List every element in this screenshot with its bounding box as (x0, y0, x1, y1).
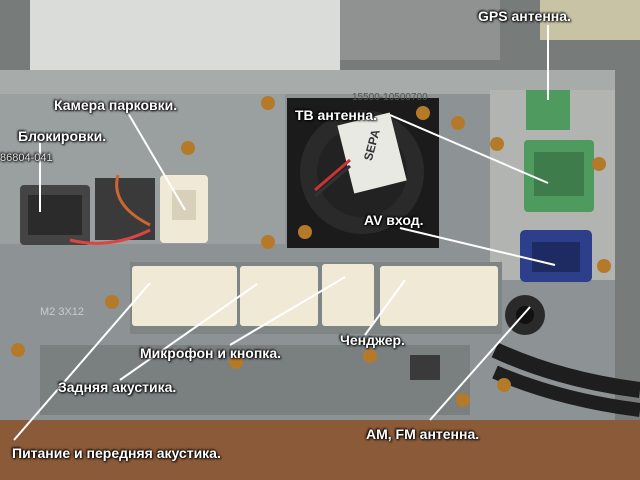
label-gps-antenna: GPS антенна. (478, 8, 571, 24)
printed-part-number-top: 15500-10500700 (352, 92, 428, 103)
changer-connector (380, 266, 498, 326)
power-front-speaker-connector (132, 266, 237, 326)
label-tv-antenna: ТВ антенна. (295, 107, 378, 123)
label-locks: Блокировки. (18, 128, 107, 144)
label-rear-speakers: Задняя акустика. (58, 379, 177, 395)
table-surface (0, 420, 640, 480)
pointer-lines (13, 25, 556, 441)
cooling-fan (287, 98, 439, 248)
label-changer: Ченджер. (340, 332, 405, 348)
background-paper (30, 0, 340, 70)
screws (11, 96, 611, 407)
mic-button-connector (322, 264, 374, 326)
plate-code-text: M2 3X12 (40, 306, 85, 318)
label-parking-camera: Камера парковки. (54, 97, 178, 113)
rear-speaker-connector (240, 266, 318, 326)
label-av-input: AV вход. (364, 212, 424, 228)
label-microphone-button: Микрофон и кнопка. (140, 345, 281, 361)
printed-part-number-left: 86804-041 (0, 152, 53, 164)
label-power-front-speakers: Питание и передняя акустика. (12, 445, 221, 461)
cable-bundle (491, 342, 640, 398)
label-am-fm-antenna: AM, FM антенна. (366, 426, 480, 442)
lock-connector (20, 174, 155, 245)
